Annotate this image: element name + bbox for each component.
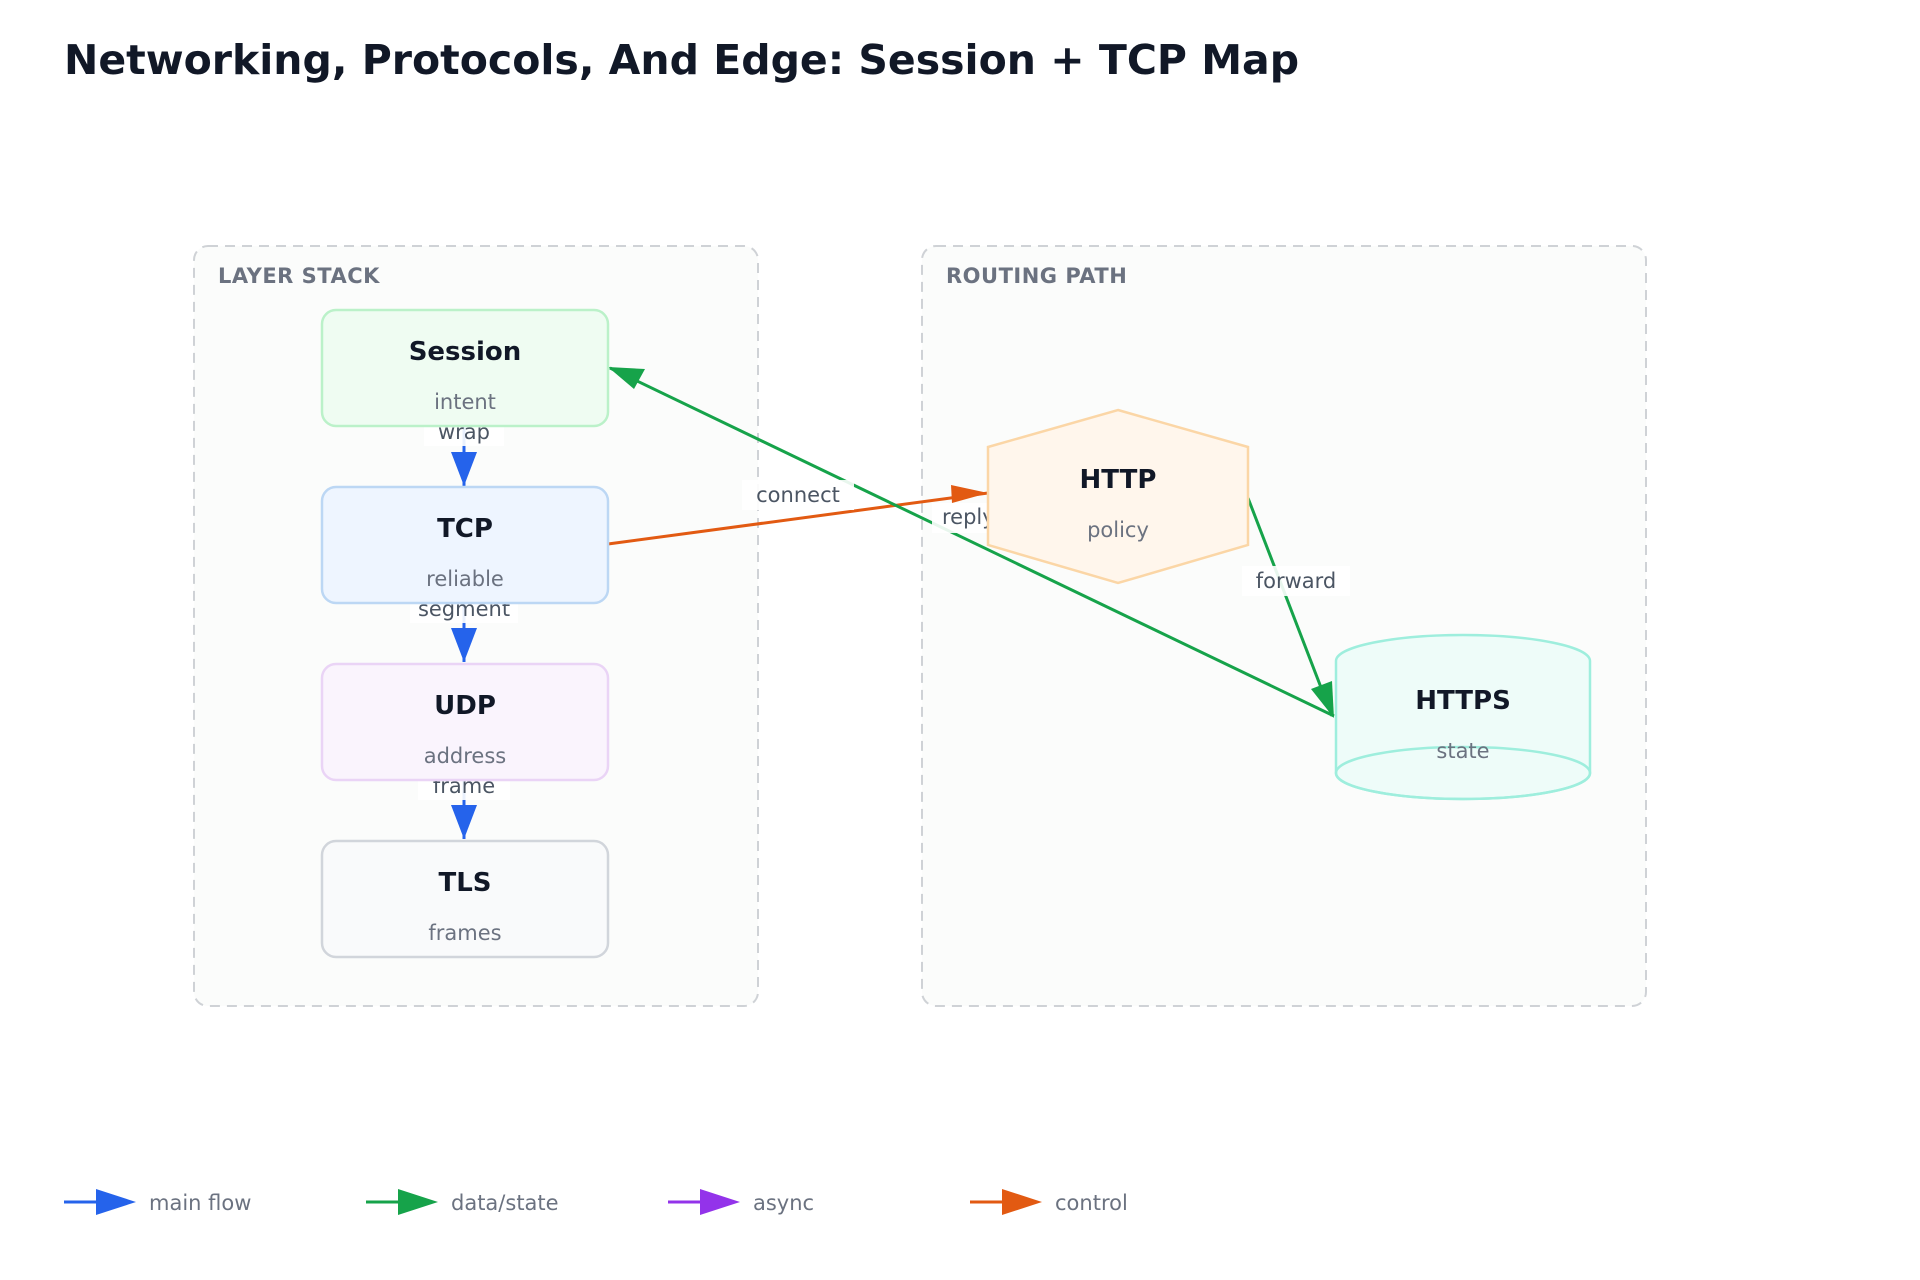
page-title: Networking, Protocols, And Edge: Session… <box>64 36 1300 84</box>
node-http[interactable]: HTTP policy <box>986 408 1250 585</box>
legend-item-async: async <box>668 1189 814 1215</box>
svg-text:connect: connect <box>756 483 840 507</box>
edge-wrap-arrowhead <box>451 452 477 486</box>
edge-label-forward: forward <box>1242 566 1350 596</box>
node-session-label: Session <box>409 337 522 367</box>
node-tls-label: TLS <box>438 868 491 898</box>
node-tls[interactable]: TLS frames <box>320 839 610 959</box>
edge-reply-arrowhead <box>608 367 645 389</box>
node-https-sub: state <box>1436 739 1489 763</box>
svg-text:async: async <box>753 1191 814 1215</box>
svg-text:reply: reply <box>942 505 995 529</box>
node-tcp-label: TCP <box>437 514 493 544</box>
svg-text:forward: forward <box>1256 569 1337 593</box>
group-routing-path: ROUTING PATH <box>921 245 1647 1007</box>
edge-connect-line <box>607 491 989 546</box>
svg-text:control: control <box>1055 1191 1128 1215</box>
node-tls-sub: frames <box>428 921 501 945</box>
edge-frame-arrowhead <box>451 805 477 839</box>
svg-text:data/state: data/state <box>451 1191 559 1215</box>
legend-item-main: main flow <box>64 1189 251 1215</box>
node-tcp[interactable]: TCP reliable <box>320 485 610 605</box>
edge-segment-arrowhead <box>451 628 477 662</box>
node-tcp-sub: reliable <box>426 567 504 591</box>
node-session-sub: intent <box>434 390 496 414</box>
node-udp-sub: address <box>424 744 507 768</box>
edge-forward-line <box>1246 497 1334 717</box>
group-layer-stack-label: LAYER STACK <box>218 264 380 288</box>
node-session[interactable]: Session intent <box>320 308 610 428</box>
node-http-label: HTTP <box>1080 465 1157 495</box>
svg-text:main flow: main flow <box>149 1191 251 1215</box>
edge-label-connect: connect <box>742 480 854 510</box>
edge-forward-arrowhead <box>1311 681 1334 718</box>
edge-connect-arrowhead <box>951 485 988 503</box>
node-udp[interactable]: UDP address <box>320 662 610 782</box>
legend: main flow data/state async control <box>64 1189 1128 1215</box>
legend-item-control: control <box>970 1189 1128 1215</box>
node-http-sub: policy <box>1087 518 1149 542</box>
edge-reply-line <box>609 366 1335 718</box>
legend-item-data: data/state <box>366 1189 559 1215</box>
group-routing-path-label: ROUTING PATH <box>946 264 1127 288</box>
group-layer-stack: LAYER STACK <box>193 245 759 1007</box>
node-udp-label: UDP <box>434 691 496 721</box>
node-https-label: HTTPS <box>1415 686 1511 716</box>
node-https[interactable]: HTTPS state <box>1334 633 1592 801</box>
